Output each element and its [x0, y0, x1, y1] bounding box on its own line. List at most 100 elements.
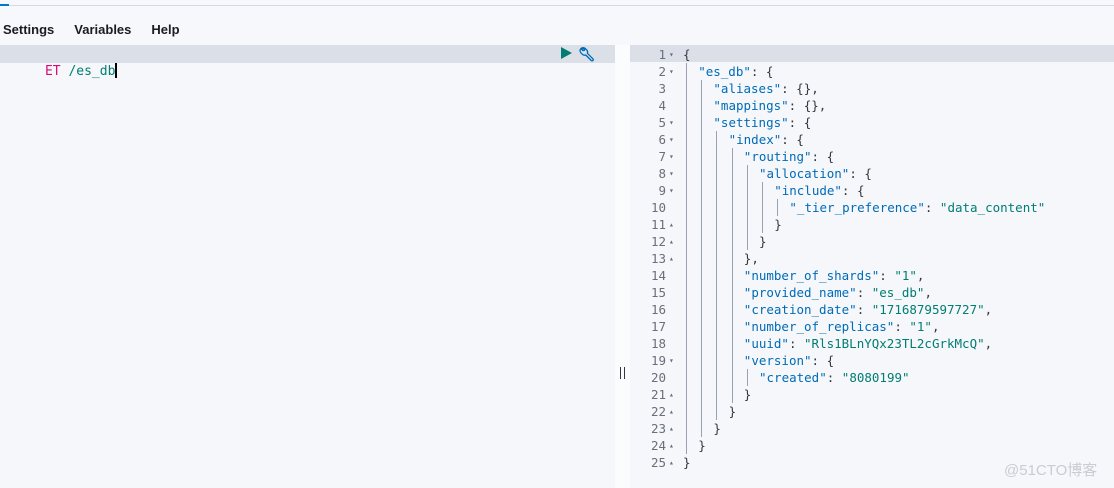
indent-guide — [731, 250, 733, 267]
line-number: 9 — [658, 183, 666, 198]
indent-guide — [686, 114, 687, 131]
json-key: "provided_name" — [743, 285, 857, 300]
fold-caret-up-icon[interactable]: ▴ — [669, 237, 674, 246]
response-line: 23▴} — [630, 420, 1114, 437]
fold-caret-down-icon[interactable]: ▾ — [669, 169, 674, 178]
json-punctuation: : — [879, 268, 895, 283]
code-text: "uuid": "Rls1BLnYQx23TL2cGrkMcQ", — [744, 335, 992, 352]
indent-guide — [686, 182, 687, 199]
indent-guide — [701, 182, 703, 199]
fold-caret-down-icon[interactable]: ▾ — [669, 135, 674, 144]
line-number: 10 — [650, 200, 666, 215]
code-text: } — [698, 437, 706, 454]
code-text: "allocation": { — [759, 165, 872, 182]
line-number: 16 — [650, 302, 666, 317]
fold-caret-down-icon[interactable]: ▾ — [669, 152, 674, 161]
response-line: 1▾{ — [630, 46, 1114, 63]
indent-guide — [731, 216, 733, 233]
response-viewer[interactable]: 1▾{2▾"es_db": {3"aliases": {},4"mappings… — [630, 45, 1114, 488]
indent-guide — [746, 369, 748, 386]
line-number: 12 — [650, 234, 666, 249]
line-number: 8 — [658, 166, 666, 181]
indent-guide — [686, 131, 687, 148]
wrench-icon[interactable] — [578, 45, 596, 63]
json-key: "routing" — [743, 149, 812, 164]
json-punctuation: } — [774, 217, 782, 232]
fold-caret-up-icon[interactable]: ▴ — [669, 458, 674, 467]
line-number: 6 — [658, 132, 666, 147]
fold-caret-down-icon[interactable]: ▾ — [669, 118, 674, 127]
fold-caret-down-icon[interactable]: ▾ — [669, 50, 674, 59]
request-line[interactable]: ET /es_db — [0, 45, 615, 79]
indent-guide — [777, 199, 779, 216]
indent-guide — [731, 352, 733, 369]
json-punctuation: : {}, — [788, 98, 827, 113]
json-punctuation: : — [788, 336, 805, 351]
json-key: "created" — [759, 370, 827, 385]
json-punctuation: : {}, — [781, 81, 819, 96]
indent-guide — [686, 63, 687, 80]
line-number: 19 — [650, 353, 666, 368]
request-editor[interactable]: ET /es_db — [0, 45, 615, 488]
indent-guide — [701, 250, 703, 267]
code-text: }, — [744, 250, 759, 267]
indent-guide — [686, 148, 687, 165]
fold-caret-down-icon[interactable]: ▾ — [669, 186, 674, 195]
line-number: 11 — [650, 217, 666, 232]
json-punctuation: }, — [743, 251, 759, 266]
fold-caret-up-icon[interactable]: ▴ — [669, 441, 674, 450]
indent-guide — [686, 233, 687, 250]
json-string: "8080199" — [841, 370, 910, 385]
json-string: "data_content" — [939, 200, 1046, 215]
menu-settings[interactable]: Settings — [3, 22, 55, 37]
line-number: 14 — [650, 268, 666, 283]
json-punctuation: { — [683, 47, 691, 62]
code-text: "created": "8080199" — [759, 369, 910, 386]
indent-guide — [716, 335, 718, 352]
indent-guide — [716, 250, 718, 267]
indent-guide — [686, 165, 687, 182]
code-text: } — [713, 420, 721, 437]
menu-variables[interactable]: Variables — [74, 22, 132, 37]
fold-caret-down-icon[interactable]: ▾ — [669, 67, 674, 76]
response-line: 24▴} — [630, 437, 1114, 454]
response-line: 14"number_of_shards": "1", — [630, 267, 1114, 284]
response-line: 11▴} — [630, 216, 1114, 233]
menu-help[interactable]: Help — [151, 22, 180, 37]
json-string: "es_db" — [871, 285, 925, 300]
indent-guide — [686, 80, 687, 97]
response-line: 8▾ "allocation": { — [630, 165, 1114, 182]
indent-guide — [686, 437, 687, 454]
pane-resizer[interactable] — [615, 45, 630, 488]
json-key: "allocation" — [759, 166, 850, 181]
indent-guide — [716, 352, 718, 369]
indent-guide — [716, 369, 718, 386]
code-text: "include": { — [774, 182, 864, 199]
menu-bar: Settings Variables Help — [0, 20, 197, 40]
resize-grip-icon[interactable] — [620, 367, 625, 379]
indent-guide — [701, 403, 703, 420]
indent-guide — [746, 216, 748, 233]
fold-caret-up-icon[interactable]: ▴ — [669, 407, 674, 416]
indent-guide — [686, 420, 687, 437]
fold-caret-up-icon[interactable]: ▴ — [669, 220, 674, 229]
indent-guide — [716, 301, 718, 318]
response-line: 17"number_of_replicas": "1", — [630, 318, 1114, 335]
indent-guide — [701, 131, 703, 148]
send-request-play-icon[interactable] — [561, 47, 572, 59]
json-string: "1716879597727" — [871, 302, 985, 317]
fold-caret-up-icon[interactable]: ▴ — [669, 390, 674, 399]
json-key: "include" — [774, 183, 842, 198]
response-line: 9▾ "include": { — [630, 182, 1114, 199]
json-punctuation: } — [713, 421, 721, 436]
line-number: 23 — [650, 421, 666, 436]
indent-guide — [762, 199, 763, 216]
indent-guide — [731, 369, 733, 386]
indent-guide — [686, 403, 687, 420]
fold-caret-down-icon[interactable]: ▾ — [669, 356, 674, 365]
indent-guide — [716, 233, 718, 250]
indent-guide — [701, 369, 703, 386]
fold-caret-up-icon[interactable]: ▴ — [669, 254, 674, 263]
indent-guide — [701, 267, 703, 284]
fold-caret-up-icon[interactable]: ▴ — [669, 424, 674, 433]
